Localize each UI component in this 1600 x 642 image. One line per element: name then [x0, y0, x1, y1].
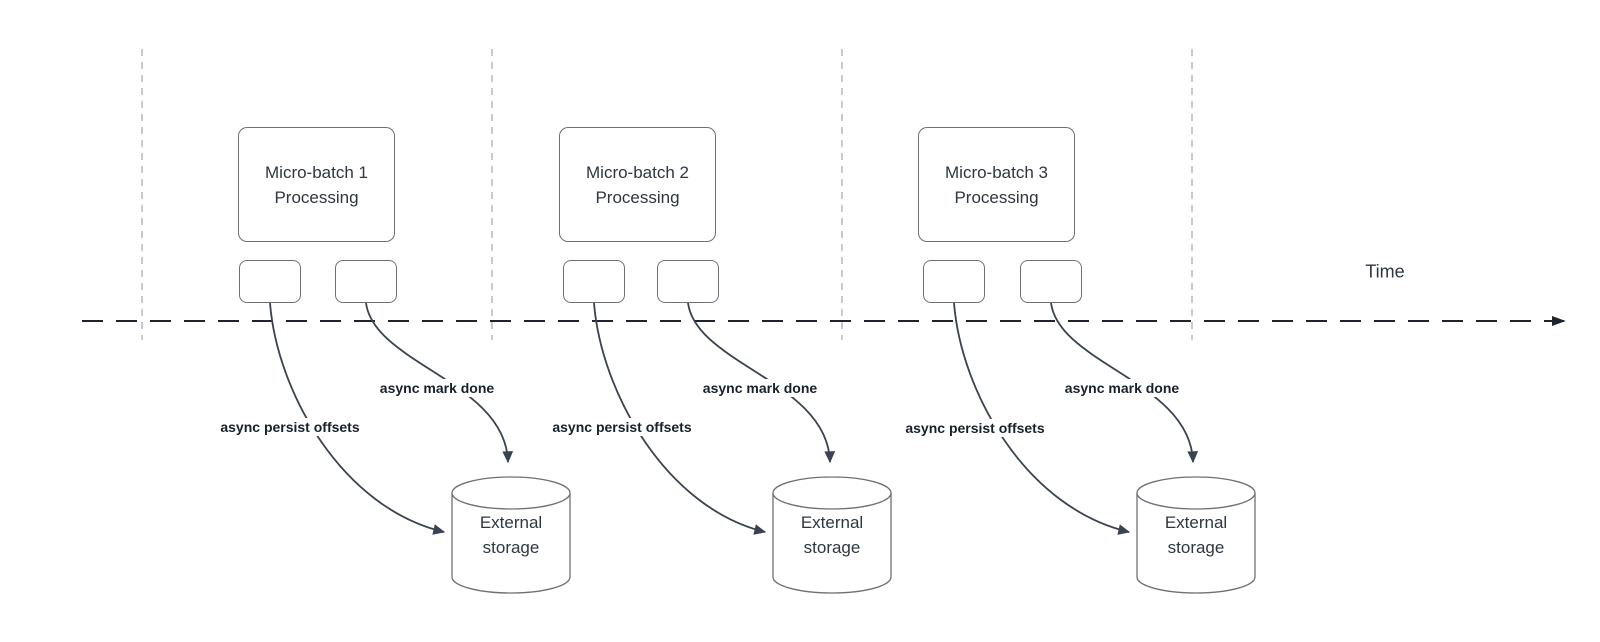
offset-commit-box-1 — [239, 260, 301, 303]
micro-batch-3-processing-box: Micro-batch 3 Processing — [918, 127, 1075, 242]
mark-done-arrow-1 — [365, 302, 514, 464]
micro-batch-2-processing-box: Micro-batch 2 Processing — [559, 127, 716, 242]
persist-offsets-label-2: async persist offsets — [549, 418, 695, 436]
external-storage-cylinder-3 — [1136, 476, 1256, 594]
mark-done-box-3 — [1020, 260, 1082, 303]
mark-done-label-3: async mark done — [1061, 379, 1183, 397]
external-storage-cylinder-2 — [772, 476, 892, 594]
persist-offsets-arrow-3 — [953, 302, 1131, 535]
mark-done-box-1 — [335, 260, 397, 303]
offset-commit-box-3 — [923, 260, 985, 303]
mark-done-label-2: async mark done — [699, 379, 821, 397]
external-storage-label-3: External storage — [1164, 513, 1228, 557]
mark-done-label-1: async mark done — [376, 379, 498, 397]
external-storage-label-2: External storage — [800, 513, 864, 557]
persist-offsets-arrow-2 — [593, 302, 767, 535]
external-storage-cylinder-1 — [451, 476, 571, 594]
persist-offsets-arrow-1 — [269, 302, 446, 535]
external-storage-label-1: External storage — [479, 513, 543, 557]
persist-offsets-label-3: async persist offsets — [902, 419, 1048, 437]
micro-batch-1-processing-box: Micro-batch 1 Processing — [238, 127, 395, 242]
mark-done-arrow-2 — [687, 302, 836, 464]
offset-commit-box-2 — [563, 260, 625, 303]
time-axis-label: Time — [1365, 261, 1405, 282]
mark-done-box-2 — [657, 260, 719, 303]
mark-done-arrow-3 — [1050, 302, 1199, 464]
persist-offsets-label-1: async persist offsets — [217, 418, 363, 436]
